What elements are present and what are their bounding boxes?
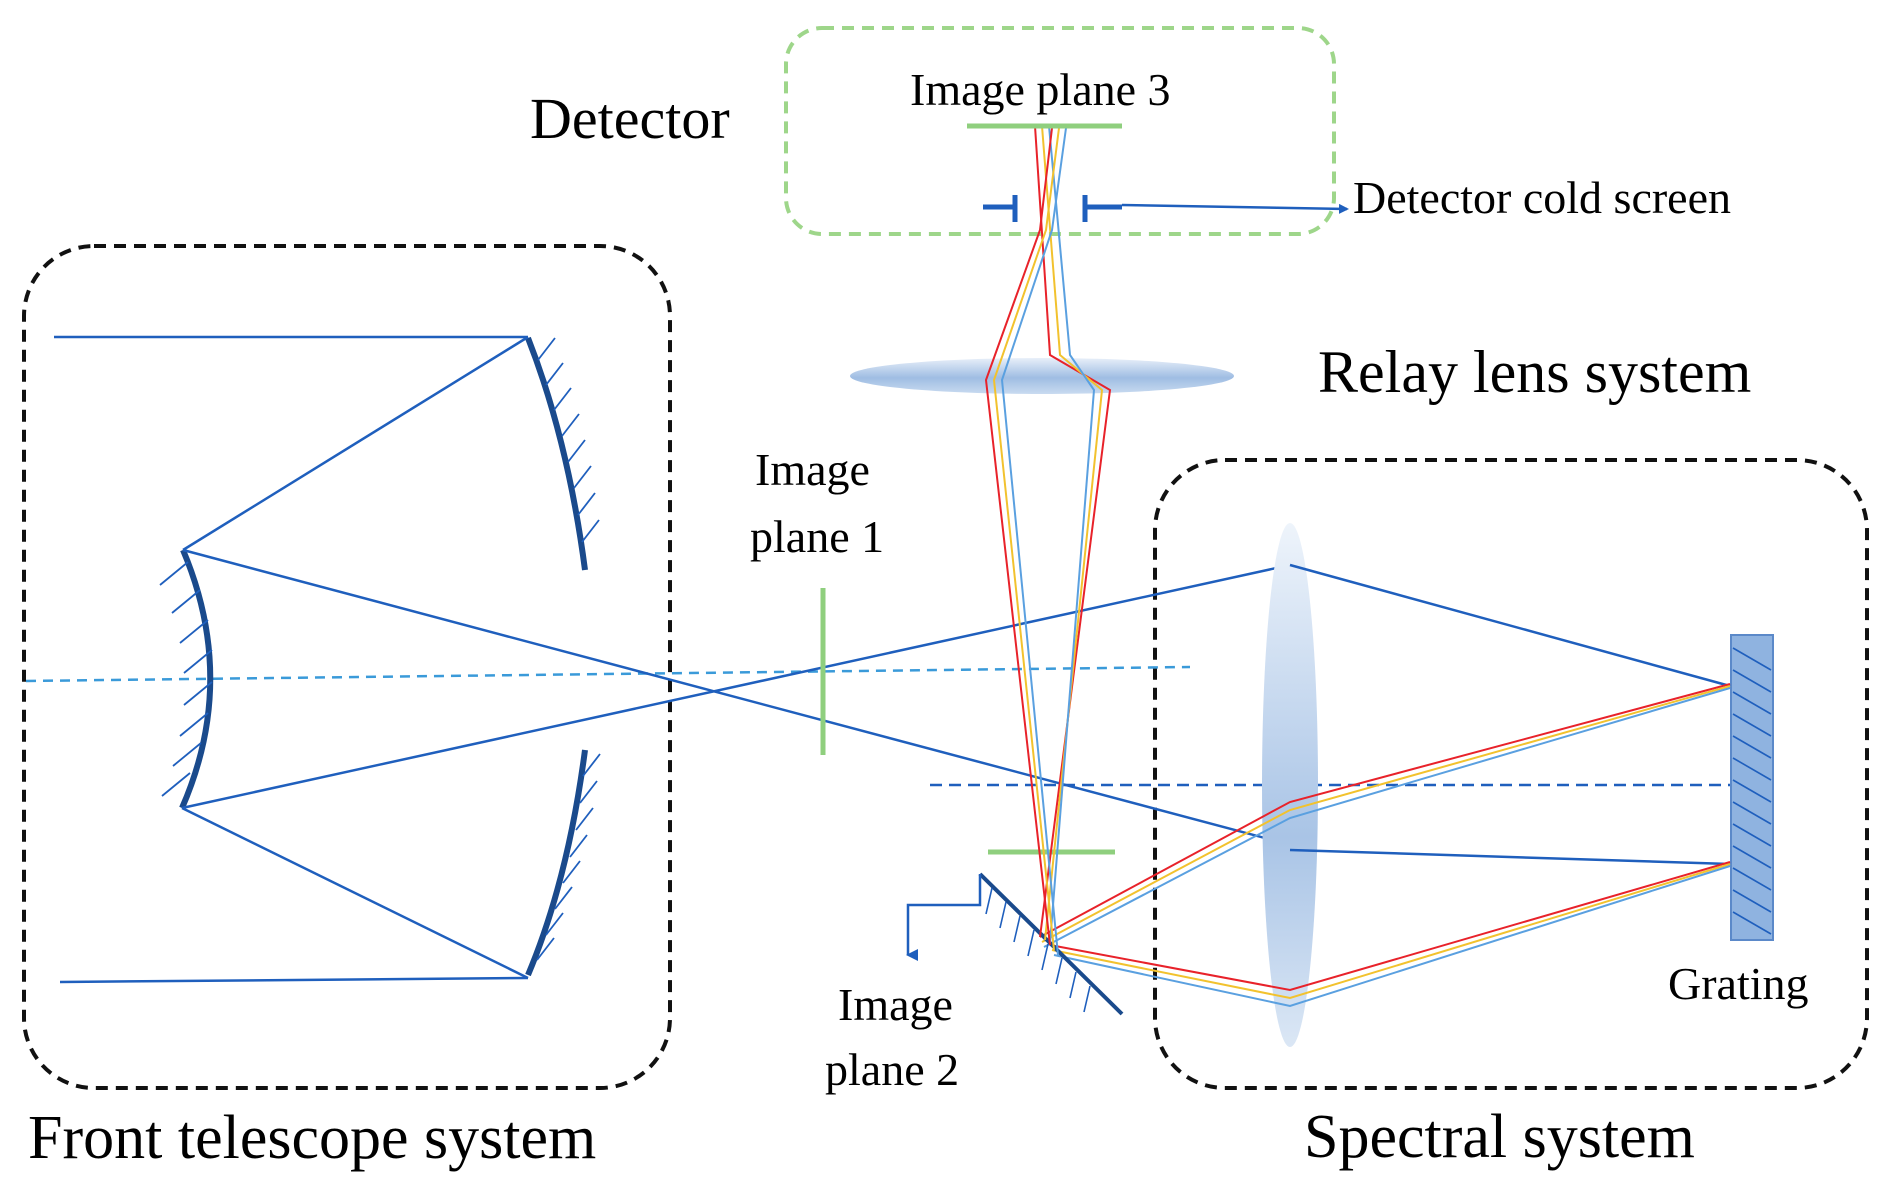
- detector-cold-screen-label: Detector cold screen: [1353, 172, 1731, 223]
- relay-lens-system-label: Relay lens system: [1318, 339, 1751, 405]
- image-plane-1-label-line1: Image: [755, 444, 870, 495]
- primary-mirror-hatch: [536, 337, 601, 961]
- grating-element: [1730, 634, 1774, 941]
- image-plane-2-label-line1: Image: [838, 979, 953, 1030]
- primary-mirror-upper: [525, 336, 588, 571]
- fold-mirror: [906, 872, 1124, 1016]
- front-optical-axis: [25, 665, 1191, 683]
- relay-lens: [850, 358, 1234, 394]
- front-telescope-rays: [54, 335, 1311, 984]
- grating-label: Grating: [1668, 958, 1809, 1009]
- relay-rays: [984, 125, 1112, 956]
- fold-mirror-pointer: [906, 874, 982, 961]
- cold-screen-stops: [983, 195, 1122, 222]
- detector-box: [784, 26, 1336, 236]
- detector-label: Detector: [530, 86, 730, 151]
- front-telescope-box: [22, 244, 672, 1090]
- image-plane-3-label: Image plane 3: [910, 64, 1171, 115]
- front-telescope-system-label: Front telescope system: [28, 1104, 596, 1172]
- collimator-lens: [1262, 523, 1318, 1047]
- spectral-system-box: [1153, 458, 1869, 1090]
- image-plane-1-label-line2: plane 1: [750, 511, 884, 562]
- spectral-input-rays: [1289, 563, 1731, 866]
- secondary-mirror: [159, 548, 214, 810]
- primary-mirror-lower: [525, 749, 588, 977]
- primary-mirror: [525, 336, 601, 977]
- spectral-system-label: Spectral system: [1304, 1103, 1695, 1171]
- diffracted-rays: [1039, 683, 1731, 1008]
- cold-screen-pointer: [1121, 203, 1349, 214]
- image-plane-2-label-line2: plane 2: [825, 1044, 959, 1095]
